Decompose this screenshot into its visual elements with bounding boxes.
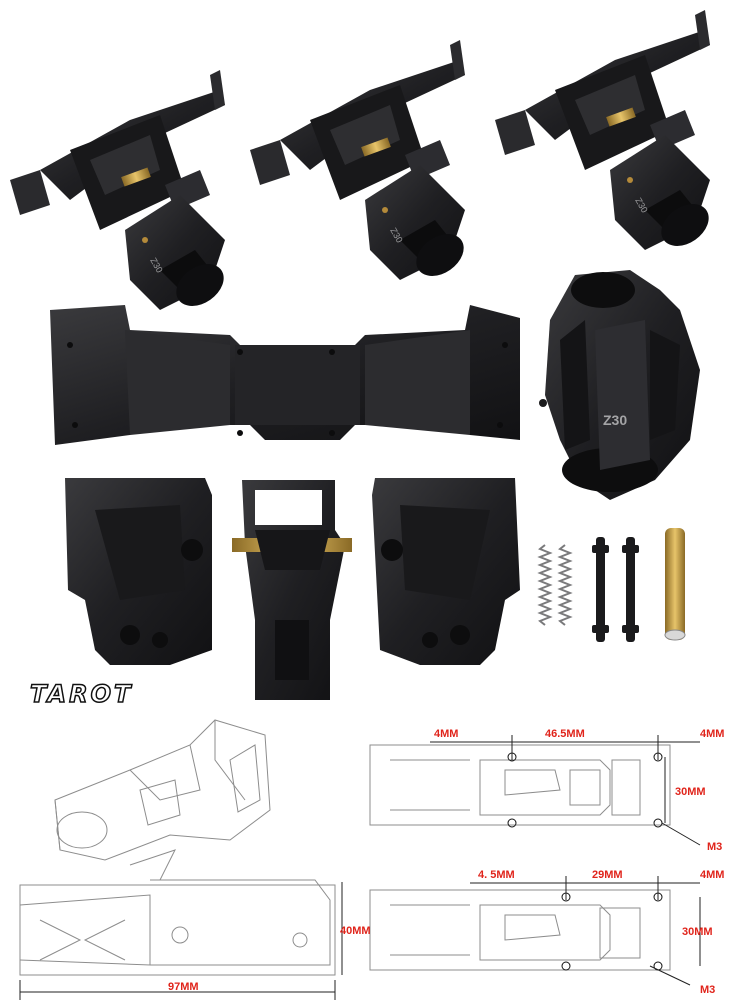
dim-bottom-left: 4. 5MM [478,869,515,881]
z30-mount: Z30 [539,270,700,500]
springs [537,544,573,626]
pins [592,537,639,642]
side-plate-left [65,478,212,665]
bracket-plate [50,305,520,445]
z30-label: Z30 [603,412,627,428]
dim-bottom-height: 30MM [682,926,713,938]
dim-top-right: 4MM [700,728,724,740]
center-latch [232,480,352,700]
brass-tube [665,528,685,640]
drawing-bottom [369,889,671,971]
dim-left-length: 97MM [168,981,199,993]
dim-top-left: 4MM [434,728,458,740]
dim-bottom-thread: M3 [700,984,715,996]
dim-left-height: 40MM [340,925,371,937]
dim-top-height: 30MM [675,786,706,798]
brand-logo: TAROT [29,679,134,709]
isometric-sketch [54,719,271,861]
dim-top-span: 46.5MM [545,728,585,740]
dim-top-thread: M3 [707,841,722,853]
drawing-top [369,744,671,828]
side-plate-right [372,478,520,665]
dim-bottom-span: 29MM [592,869,623,881]
drawing-left [19,849,336,976]
dim-bottom-right: 4MM [700,869,724,881]
